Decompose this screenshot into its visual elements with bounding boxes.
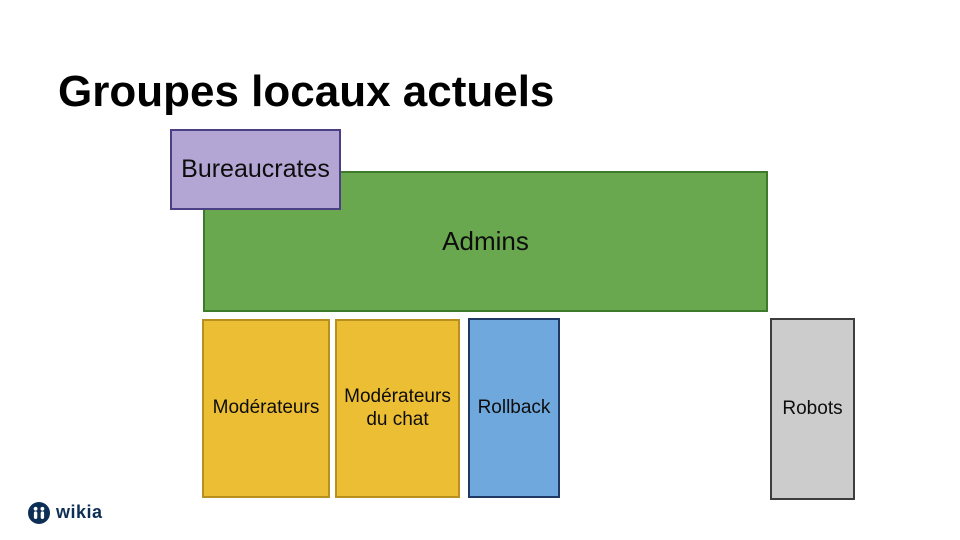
group-box-bureaucrates: Bureaucrates [170,129,341,210]
group-box-rollback: Rollback [468,318,560,498]
group-label-moderateurs-du-chat: Modérateurs du chat [344,386,451,430]
group-label-rollback: Rollback [477,396,551,418]
wikia-people-icon [27,501,51,525]
group-label-bureaucrates: Bureaucrates [181,154,330,183]
wikia-logo-text: wikia [56,501,103,522]
page-title: Groupes locaux actuels [58,67,555,117]
group-label-moderateurs: Modérateurs [212,397,320,419]
group-box-moderateurs: Modérateurs [202,319,330,498]
wikia-logo: wikia [27,501,103,525]
group-label-admins: Admins [442,226,529,257]
group-box-robots: Robots [770,318,855,500]
group-label-robots: Robots [782,397,843,419]
group-box-moderateurs-du-chat: Modérateurs du chat [335,319,460,498]
